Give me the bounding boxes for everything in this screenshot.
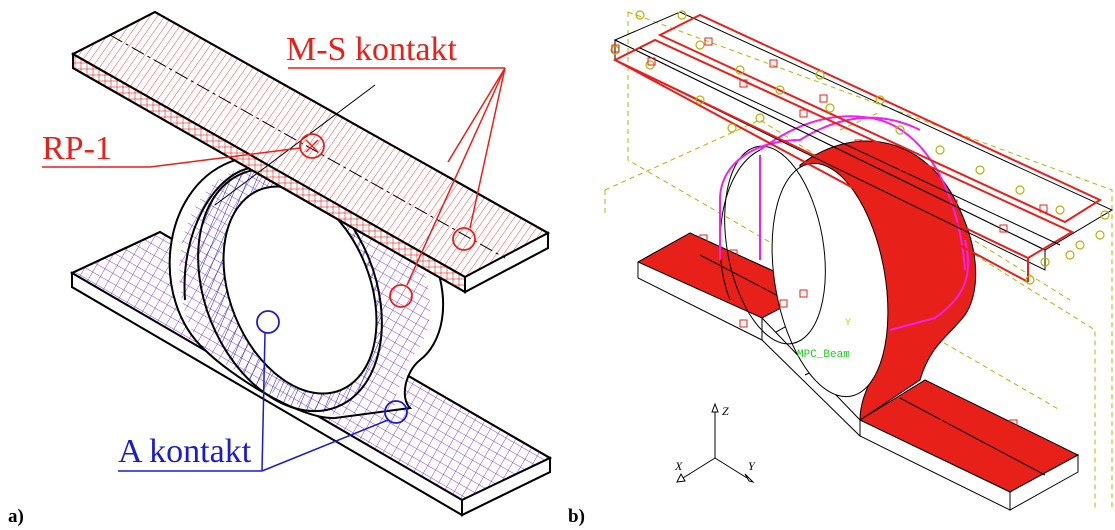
panel-a-label: a) <box>8 506 24 527</box>
reference-point <box>299 133 325 159</box>
a-contact-marker-base <box>384 400 408 424</box>
axis-x-label: X <box>674 459 683 473</box>
axis-y-label: Y <box>748 459 756 473</box>
fem-top-plate <box>612 11 1114 283</box>
axis-z-label: Z <box>722 404 729 418</box>
panel-b: Y MPC_Beam Z X Y b) <box>568 10 1114 527</box>
y-small-label: Y <box>845 318 851 329</box>
mpc-beam-label: MPC_Beam <box>797 349 850 361</box>
rp-label: RP-1 <box>42 130 112 167</box>
ms-contact-marker-top <box>452 227 476 251</box>
fem-surface-nodes <box>611 37 1048 463</box>
panel-a: M-S kontakt RP-1 A kontakt a) <box>8 10 553 527</box>
fem-base-plate <box>636 232 1080 511</box>
coordinate-triad <box>676 402 755 483</box>
a-contact-label: A kontakt <box>118 433 252 470</box>
a-contact-marker-ring <box>256 310 280 334</box>
leader-lines <box>42 67 506 472</box>
ms-contact-label: M-S kontakt <box>286 31 458 68</box>
panel-b-label: b) <box>568 506 585 527</box>
ms-contact-marker-ring <box>389 284 413 308</box>
